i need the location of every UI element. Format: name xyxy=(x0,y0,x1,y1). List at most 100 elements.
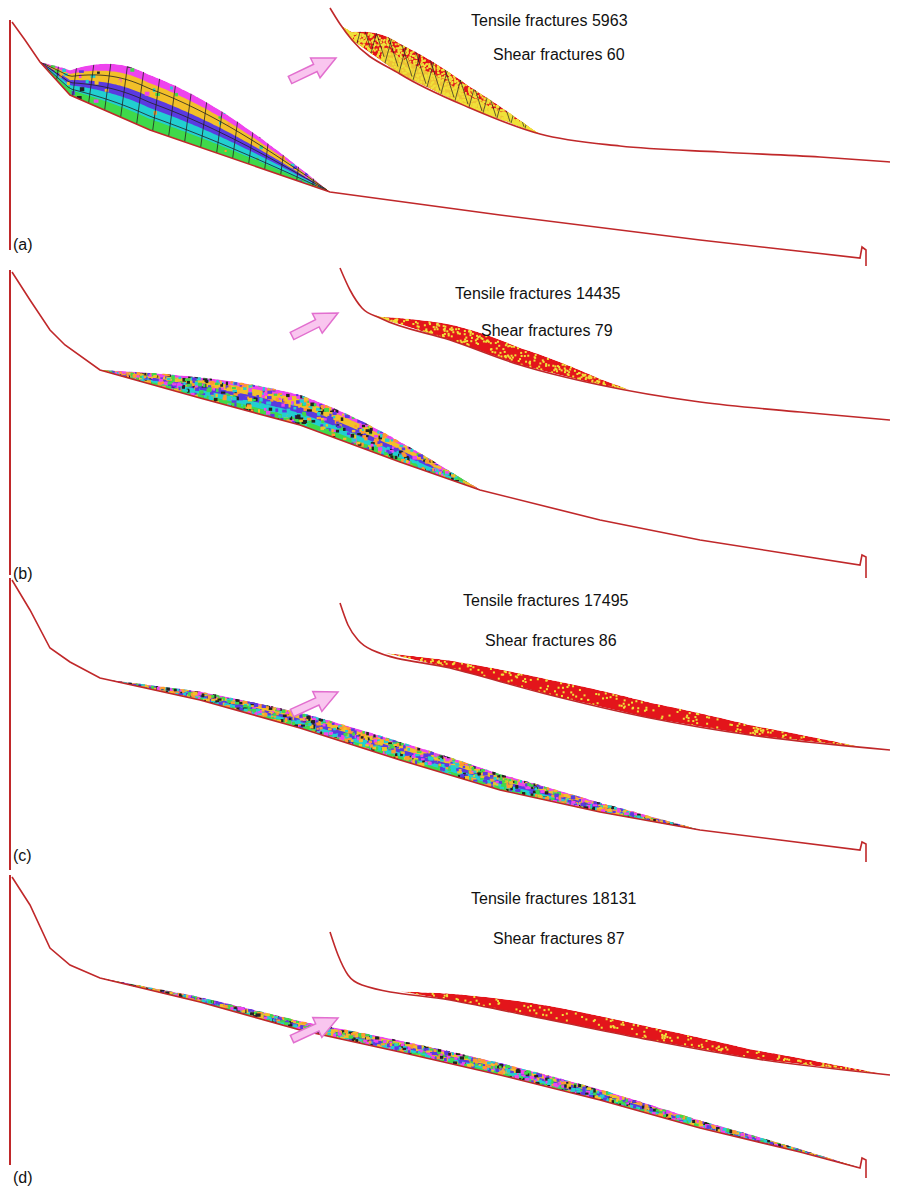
particle xyxy=(317,417,321,419)
fracture-dot xyxy=(396,55,398,57)
particle xyxy=(281,404,284,407)
fracture-dot xyxy=(446,93,448,95)
joint-line xyxy=(40,62,328,191)
mass-layer xyxy=(100,370,480,490)
fracture-dot xyxy=(376,38,378,40)
particle xyxy=(105,89,109,92)
fracture-dot xyxy=(448,72,450,74)
fracture-dot xyxy=(458,328,460,330)
particle xyxy=(341,417,344,421)
fracture-dot xyxy=(421,58,423,60)
fracture-dot xyxy=(480,102,482,104)
fracture-dot xyxy=(421,55,423,57)
joint-line xyxy=(454,60,466,104)
particle xyxy=(233,390,237,393)
fracture-dot xyxy=(489,107,491,109)
fracture-dot xyxy=(482,101,484,103)
joint-line xyxy=(468,67,480,111)
fracture-dot xyxy=(420,82,422,84)
joint-line xyxy=(524,88,538,132)
fracture-dot xyxy=(376,55,378,57)
particle xyxy=(216,389,219,392)
particle xyxy=(383,433,387,437)
fracture-dot xyxy=(439,75,441,77)
particle xyxy=(268,386,272,388)
mass-layer xyxy=(40,62,330,192)
particle xyxy=(332,433,335,436)
fracture-dot xyxy=(382,44,384,46)
fracture-dot xyxy=(413,61,415,63)
particle xyxy=(295,415,300,419)
particle xyxy=(352,429,356,431)
fracture-dot xyxy=(462,99,464,101)
fracture-dot xyxy=(417,80,419,82)
fracture-dot xyxy=(421,76,423,78)
fracture-dot xyxy=(421,61,423,63)
particle xyxy=(248,398,252,402)
fracture-dot xyxy=(616,385,618,387)
fracture-dot xyxy=(572,375,574,377)
fracture-dot xyxy=(453,75,455,77)
particle xyxy=(275,412,278,415)
particle xyxy=(79,70,84,73)
particle xyxy=(402,448,405,451)
particle xyxy=(354,425,356,428)
fracture-dot xyxy=(426,78,428,80)
particle xyxy=(329,417,333,420)
fracture-dot xyxy=(378,51,380,53)
particle xyxy=(324,429,329,432)
fracture-dot xyxy=(495,105,497,107)
fracture-dot xyxy=(456,97,458,99)
fracture-dot xyxy=(378,57,380,59)
fracture-dot xyxy=(405,72,407,74)
particle xyxy=(97,72,100,74)
particle xyxy=(409,445,413,448)
fracture-dot xyxy=(428,63,430,65)
fracture-dot xyxy=(354,32,356,34)
fracture-dot xyxy=(433,326,435,328)
fracture-dot xyxy=(411,69,413,71)
fracture-dot xyxy=(400,56,402,58)
fracture-dot xyxy=(413,63,415,65)
joint-line xyxy=(40,0,50,67)
fracture-dot xyxy=(400,54,402,56)
fracture-dot xyxy=(434,85,436,87)
particle xyxy=(273,392,276,395)
particle xyxy=(274,394,277,396)
particle xyxy=(297,410,301,413)
particle xyxy=(380,428,382,432)
joint-line xyxy=(412,40,424,84)
mass-layer xyxy=(40,62,330,192)
fracture-dot xyxy=(437,323,439,325)
particle xyxy=(275,408,278,411)
fracture-dot xyxy=(486,106,488,108)
particle xyxy=(352,416,355,419)
particle xyxy=(259,398,262,402)
fracture-dot xyxy=(470,103,472,105)
fracture-dot xyxy=(545,363,547,365)
fracture-dot xyxy=(529,363,531,365)
mass-layer xyxy=(100,370,480,490)
fracture-dot xyxy=(397,43,399,45)
fracture-dot xyxy=(423,68,425,70)
joint-line xyxy=(120,47,130,122)
particle xyxy=(332,412,336,415)
fracture-dot xyxy=(429,66,431,68)
particle xyxy=(307,424,310,426)
fracture-dot xyxy=(391,320,393,322)
fracture-dot xyxy=(393,49,395,51)
fracture-dot xyxy=(432,86,434,88)
fracture-dot xyxy=(518,125,520,127)
particle xyxy=(306,404,309,406)
particle xyxy=(243,387,246,390)
particle xyxy=(378,447,382,451)
fracture-dot xyxy=(492,112,494,114)
particle xyxy=(128,66,133,68)
fracture-dot xyxy=(489,110,491,112)
fracture-dot xyxy=(517,347,519,349)
joint-line xyxy=(426,47,440,91)
particle xyxy=(215,394,217,397)
fracture-dot xyxy=(386,41,388,43)
panel-figure xyxy=(10,268,890,578)
particle xyxy=(324,418,327,420)
